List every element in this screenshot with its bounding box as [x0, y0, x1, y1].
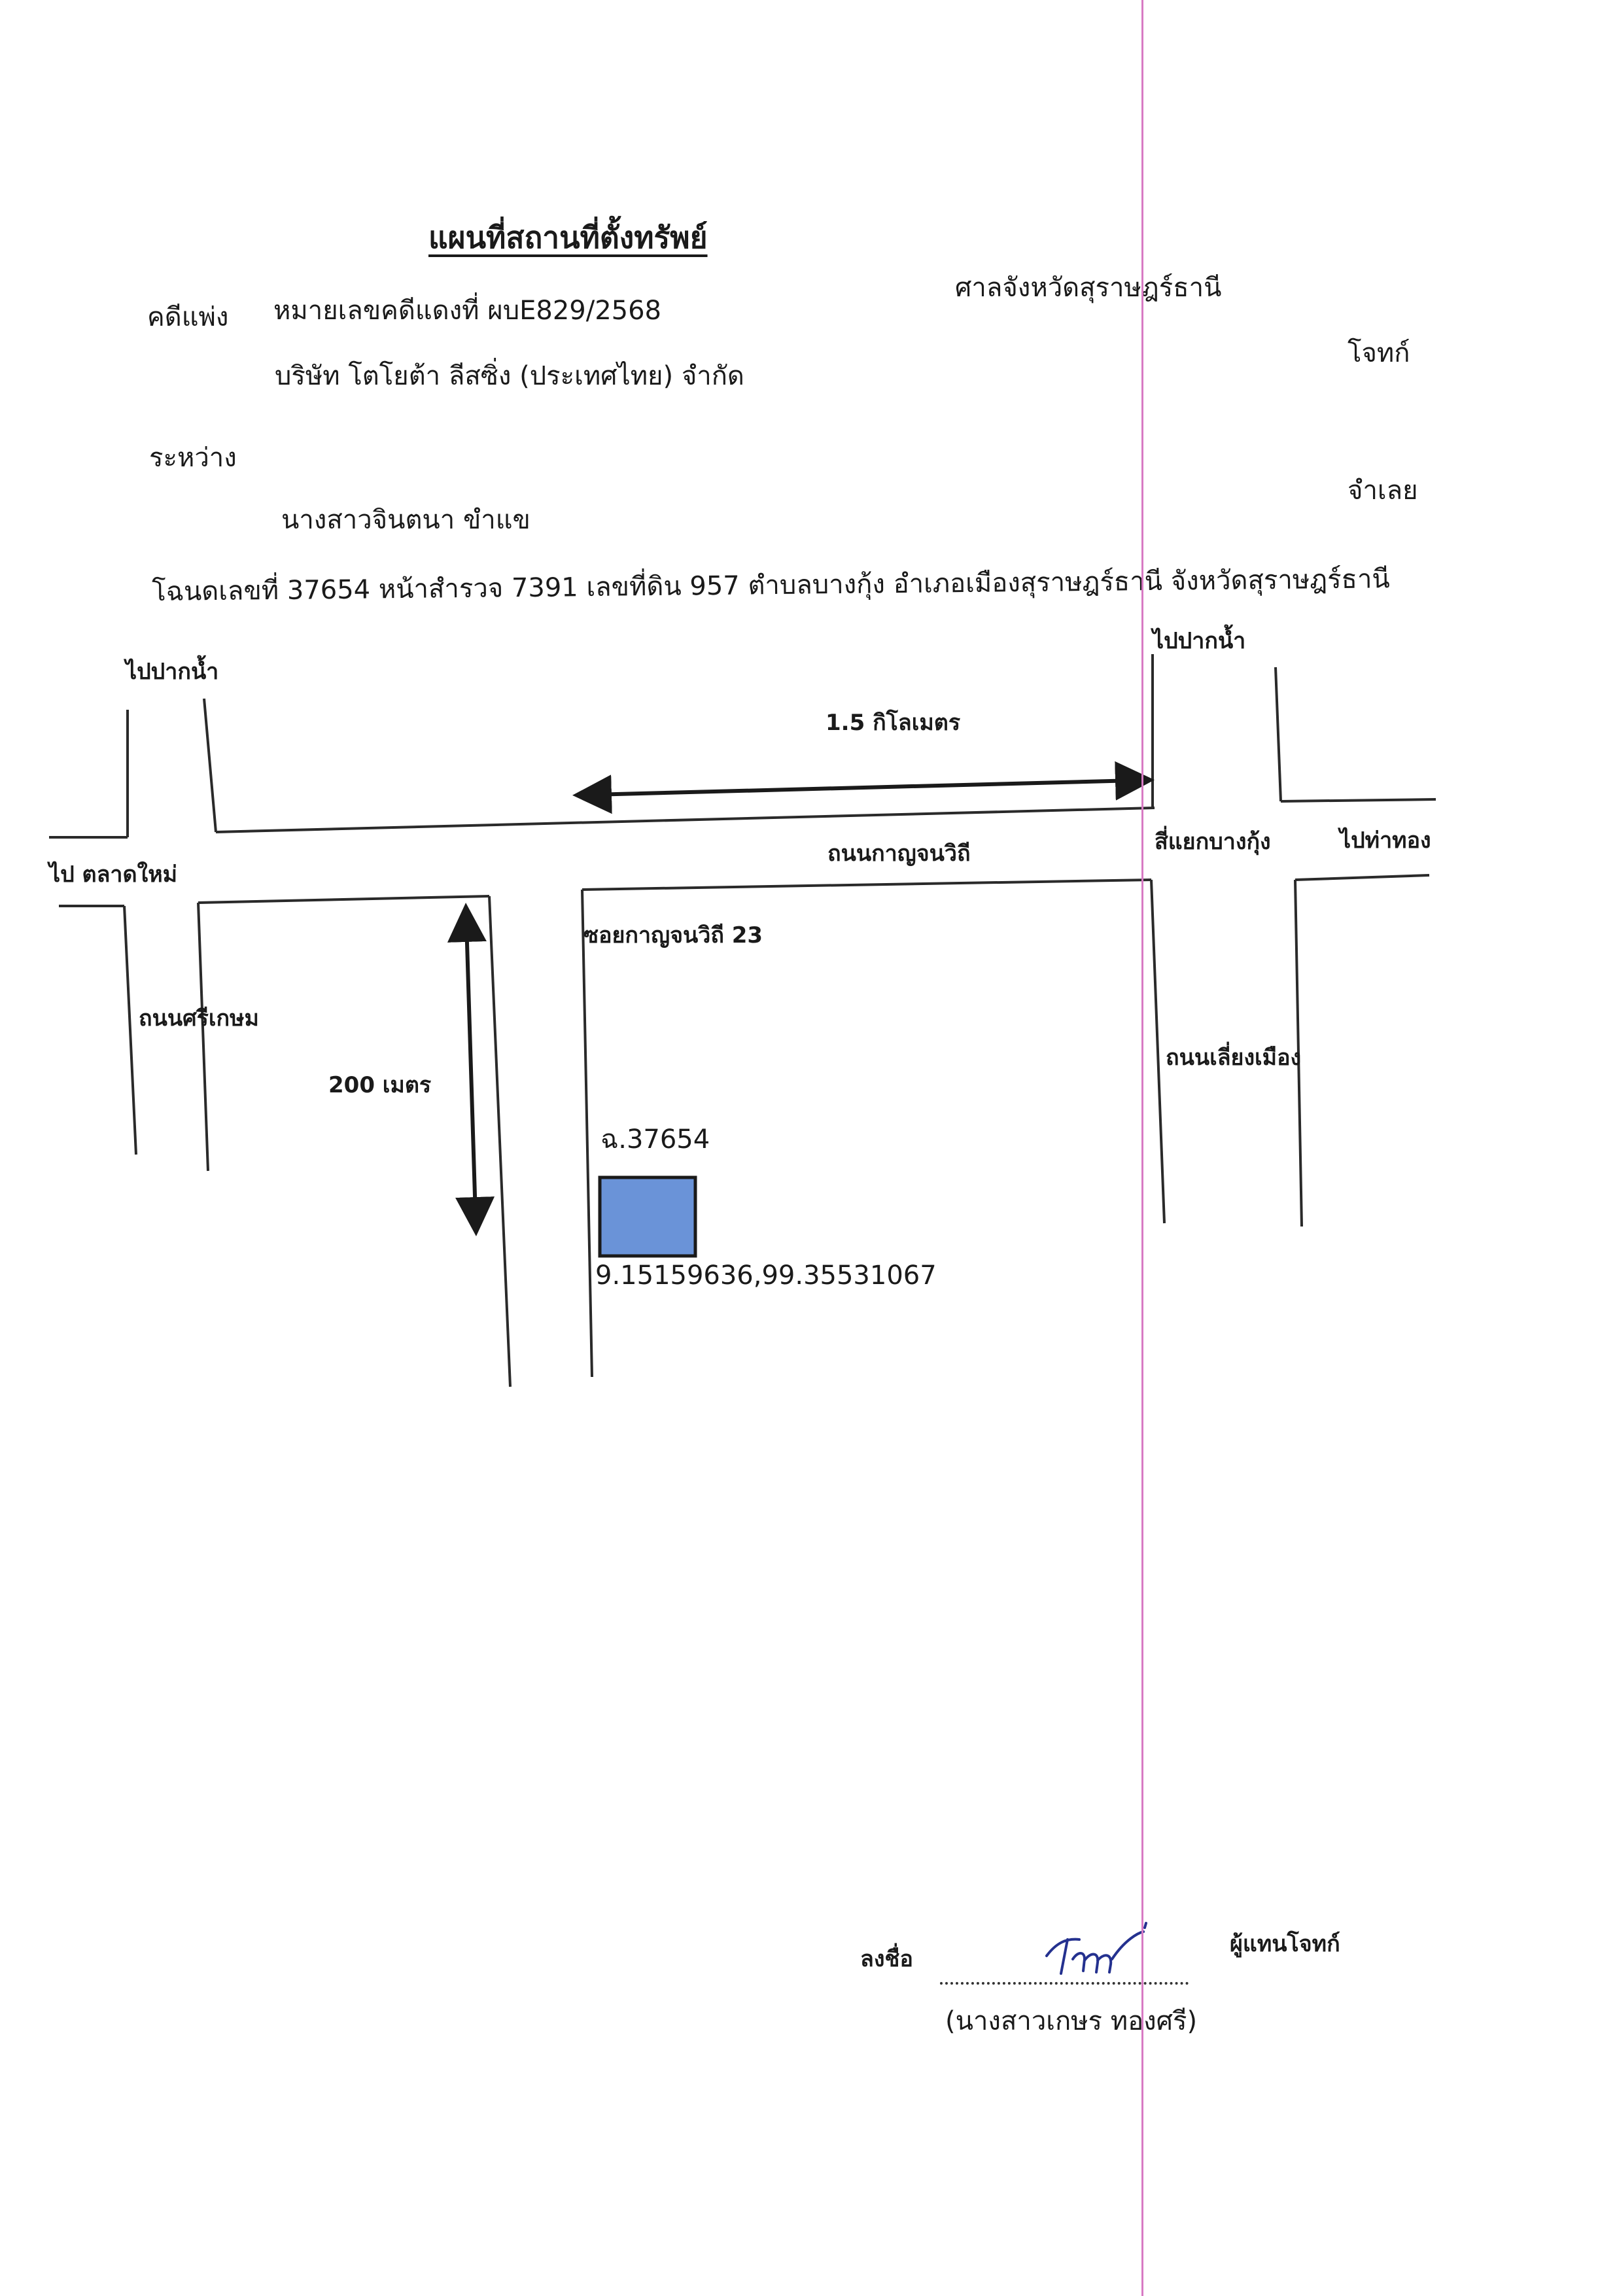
distance-arrow-long — [572, 761, 1155, 814]
defendant-name: นางสาวจินตนา ขำแข — [281, 505, 530, 535]
document-title: แผนที่สถานที่ตั้งทรัพย์ — [428, 220, 708, 255]
to-tha-thong-label: ไปท่าทอง — [1340, 827, 1431, 854]
plaintiff-name: บริษัท โตโยต้า ลีสซิ่ง (ประเทศไทย) จำกัด — [275, 361, 744, 391]
plaintiff-role: โจทก์ — [1348, 338, 1410, 368]
defendant-role: จำเลย — [1348, 476, 1418, 506]
bypass-road-label: ถนนเลี่ยงเมือง — [1166, 1045, 1302, 1071]
case-type: คดีแพ่ง — [147, 302, 229, 332]
bang-kung-junction-label: สี่แยกบางกุ้ง — [1155, 829, 1271, 855]
to-talad-mai-label: ไป ตลาดใหม่ — [49, 861, 178, 888]
distance-arrow-short — [447, 903, 495, 1236]
court-name: ศาลจังหวัดสุราษฎร์ธานี — [955, 273, 1222, 303]
si-kasem-road-label: ถนนศรีเกษม — [139, 1005, 259, 1032]
case-number: หมายเลขคดีแดงที่ ผบE829/2568 — [273, 296, 661, 326]
distance-long-label: 1.5 กิโลเมตร — [826, 710, 961, 736]
plot-deed-label: ฉ.37654 — [600, 1124, 710, 1155]
between-label: ระหว่าง — [149, 443, 237, 473]
signer-role: ผู้แทนโจทก์ — [1230, 1931, 1340, 1957]
plot-coordinates: 9.15159636,99.35531067 — [595, 1261, 937, 1291]
margin-rule — [1141, 0, 1143, 2296]
kanchanawithi-road-label: ถนนกาญจนวิถี — [827, 841, 971, 867]
sign-label: ลงชื่อ — [860, 1946, 913, 1972]
land-plot-marker — [598, 1175, 697, 1258]
soi-kanchanawithi-label: ซอยกาญจนวิถี 23 — [583, 922, 763, 948]
signature-dotted-line — [940, 1982, 1189, 1985]
handwritten-signature — [1045, 1922, 1147, 1975]
to-river-right-label: ไปปากน้ำ — [1153, 628, 1246, 654]
signer-printed-name: (นางสาวเกษร ทองศรี) — [945, 2006, 1198, 2036]
distance-short-label: 200 เมตร — [328, 1072, 432, 1098]
to-river-left-label: ไปปากน้ำ — [126, 659, 219, 685]
